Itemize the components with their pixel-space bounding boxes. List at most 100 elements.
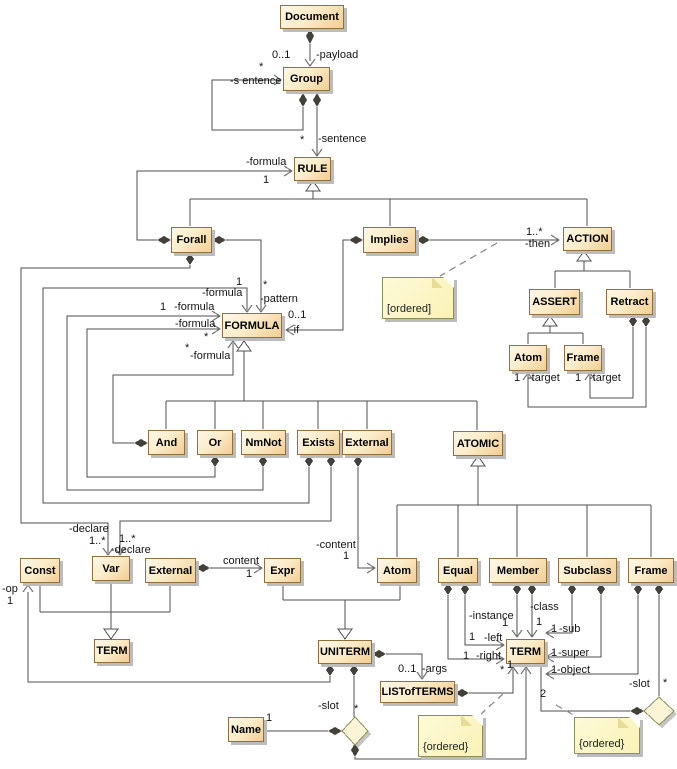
- class-listofterms[interactable]: LISTofTERMS: [380, 681, 455, 703]
- generalization-triangles: [103, 180, 592, 640]
- arrow-content-atom: [366, 562, 377, 574]
- edge-label-sub-45: -sub: [559, 623, 581, 635]
- arrow-into-rule-left: [283, 165, 294, 177]
- assoc-uniterm-slot-diamond: [264, 669, 527, 760]
- edge-label-class-38: -class: [530, 601, 559, 613]
- arrow-right-term: [495, 653, 506, 665]
- class-formula[interactable]: FORMULA: [222, 313, 282, 338]
- assoc-frame-object-term: [547, 595, 639, 675]
- class-document[interactable]: Document: [280, 5, 344, 29]
- class-term-right[interactable]: TERM: [506, 639, 545, 664]
- arrow-content-expr: [253, 562, 264, 574]
- edge-label-1-12: 1: [160, 301, 167, 313]
- arrow-formula-left-1: [211, 310, 222, 322]
- edge-label-sentence-5: -sentence: [318, 133, 367, 145]
- class-frame-assert[interactable]: Frame: [564, 345, 602, 371]
- gen-uniterm-children: [282, 583, 401, 629]
- assoc-equal-right-term: [447, 595, 503, 660]
- class-member[interactable]: Member: [489, 558, 547, 583]
- class-atom-term[interactable]: Atom: [377, 558, 417, 583]
- composition-diamonds: [134, 29, 663, 757]
- class-equal[interactable]: Equal: [438, 558, 478, 583]
- edge-label-1-27: 1..*: [89, 535, 106, 547]
- class-action[interactable]: ACTION: [563, 227, 612, 251]
- arrow-args-listofterms: [416, 671, 428, 681]
- class-nmnot[interactable]: NmNot: [241, 430, 286, 455]
- class-retract[interactable]: Retract: [606, 289, 653, 315]
- edge-label-1-33: 1: [246, 568, 253, 580]
- edge-label-1-48: 1: [551, 664, 558, 676]
- arrow-into-group-left: [273, 74, 283, 86]
- class-term-left[interactable]: TERM: [94, 639, 130, 663]
- edge-label-x-58: *: [354, 703, 359, 715]
- slot-association-diamonds: [341, 696, 677, 748]
- class-implies[interactable]: Implies: [363, 227, 416, 253]
- edge-label-x-10: *: [263, 279, 268, 291]
- assoc-subclass-super-term: [547, 595, 602, 658]
- class-exists[interactable]: Exists: [297, 430, 340, 455]
- class-forall[interactable]: Forall: [171, 227, 212, 253]
- arrow-into-group-top: [304, 58, 316, 68]
- edge-label-1-37: 1: [502, 617, 509, 629]
- edge-label-formula-13: -formula: [174, 301, 215, 313]
- class-uniterm[interactable]: UNITERM: [318, 640, 372, 664]
- edge-label-1-40: 1: [469, 631, 476, 643]
- note-ordered-then[interactable]: [ordered]: [382, 277, 454, 319]
- assoc-and-formula: [112, 343, 234, 444]
- note-ordered-slot[interactable]: {ordered}: [574, 717, 640, 754]
- assoc-exists-declare-var: [119, 467, 332, 553]
- class-and[interactable]: And: [148, 430, 185, 455]
- edge-label-x-2: *: [259, 61, 264, 73]
- edge-label-1-20: 1..*: [526, 226, 543, 238]
- edge-label-x-16: *: [185, 342, 190, 354]
- edge-label-1-56: 1: [507, 659, 514, 671]
- edge-label-x-55: *: [500, 664, 505, 676]
- edge-label-pattern-11: -pattern: [260, 293, 298, 305]
- gen-term-left-children: [39, 581, 171, 629]
- class-assert[interactable]: ASSERT: [529, 289, 580, 315]
- class-atom-assert[interactable]: Atom: [509, 345, 547, 371]
- edge-label-0-1-0: 0..1: [272, 49, 291, 61]
- assoc-exists-formula: [42, 287, 310, 504]
- note-text: {ordered}: [579, 738, 625, 750]
- arrow-declare-var-2: [114, 547, 126, 557]
- note-fold-corner: [472, 715, 483, 726]
- class-const[interactable]: Const: [20, 558, 60, 583]
- edge-label-instance-36: -instance: [469, 610, 514, 622]
- assoc-forall-formula-rule: [136, 170, 291, 241]
- class-group[interactable]: Group: [283, 67, 330, 91]
- class-external-formula[interactable]: External: [342, 430, 392, 455]
- arrow-into-rule-top: [311, 148, 323, 158]
- edge-label-content-30: -content: [316, 539, 356, 551]
- class-expr[interactable]: Expr: [264, 558, 301, 583]
- class-rule[interactable]: RULE: [294, 157, 331, 181]
- note-text: {ordered}: [423, 741, 469, 753]
- class-frame-term[interactable]: Frame: [628, 558, 674, 583]
- edge-label-slot-51: -slot: [629, 678, 650, 690]
- edge-label-1-31: 1: [343, 550, 350, 562]
- edge-label-1-24: 1: [575, 372, 582, 384]
- assoc-subclass-sub-term: [547, 595, 573, 634]
- note-fold-shade: [432, 277, 443, 288]
- arrow-object-term: [544, 668, 555, 680]
- class-atomic[interactable]: ATOMIC: [453, 431, 503, 456]
- class-var[interactable]: Var: [92, 556, 130, 581]
- edge-label-1-28: 1..*: [119, 533, 136, 545]
- note-link-then: [439, 242, 498, 277]
- note-ordered-args[interactable]: {ordered}: [418, 715, 483, 757]
- gen-atomic-children: [396, 466, 652, 557]
- arrow-target-frame: [584, 371, 596, 381]
- arrow-op-const: [22, 583, 34, 593]
- class-name[interactable]: Name: [228, 717, 264, 742]
- edge-label-content-32: content: [223, 555, 260, 567]
- note-fold-shade: [618, 717, 629, 728]
- class-or[interactable]: Or: [197, 430, 233, 455]
- arrow-class-term: [526, 629, 538, 639]
- class-subclass[interactable]: Subclass: [558, 558, 617, 583]
- note-link-slot: [555, 704, 578, 718]
- edge-label-0-1-53: 0..1: [398, 663, 417, 675]
- class-external-term[interactable]: External: [145, 558, 196, 583]
- arrow-super-term: [544, 651, 555, 663]
- edge-label-x-52: *: [663, 677, 668, 689]
